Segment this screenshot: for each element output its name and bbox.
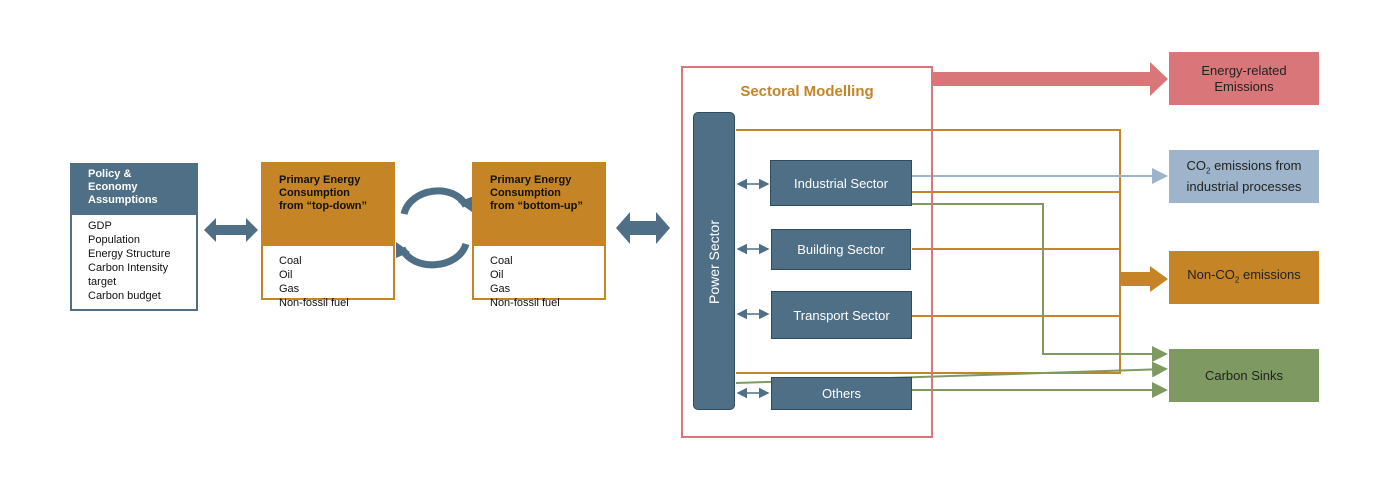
sectoral-modelling-frame — [681, 66, 933, 438]
topdown-box-title: Primary Energy Consumption from “top-dow… — [263, 164, 393, 246]
arrow-to-nonco2 — [1120, 266, 1168, 292]
list-item: Carbon budget — [88, 290, 161, 302]
list-item: Non-fossil fuel — [490, 297, 560, 309]
list-item: GDP — [88, 220, 112, 232]
topdown-box: Primary Energy Consumption from “top-dow… — [261, 162, 395, 309]
topdown-box-items: Coal Oil Gas Non-fossil fuel — [263, 246, 393, 318]
sector-industrial: Industrial Sector — [770, 160, 912, 206]
list-item: Oil — [279, 269, 293, 281]
energy-related-emissions-label: Energy-related Emissions — [1201, 62, 1287, 94]
list-item: Gas — [279, 283, 300, 295]
cycle-arrow-bottom — [398, 242, 470, 269]
energy-related-emissions-box: Energy-related Emissions — [1169, 52, 1319, 105]
policy-box: Policy & Economy Assumptions GDP Populat… — [70, 163, 198, 311]
list-item: Carbon Intensity target — [88, 262, 169, 288]
cycle-arrow-top — [400, 187, 470, 216]
power-sector-bar — [693, 112, 735, 410]
list-item: Energy Structure — [88, 248, 171, 260]
sector-others: Others — [771, 377, 912, 410]
policy-box-title: Policy & Economy Assumptions — [72, 165, 196, 215]
sector-building: Building Sector — [771, 229, 911, 270]
co2-industrial-box: CO2 emissions from industrial processes — [1169, 150, 1319, 203]
double-arrow-bottomup-sectoral — [616, 212, 670, 244]
sectoral-modelling-title: Sectoral Modelling — [740, 83, 874, 100]
policy-box-items: GDP Population Energy Structure Carbon I… — [72, 215, 196, 307]
list-item: Oil — [490, 269, 504, 281]
carbon-sinks-box: Carbon Sinks — [1169, 349, 1319, 402]
list-item: Gas — [490, 283, 511, 295]
arrow-to-energy-emissions — [932, 62, 1168, 96]
list-item: Coal — [490, 255, 513, 267]
power-sector-label: Power Sector — [706, 219, 722, 305]
bottomup-box-items: Coal Oil Gas Non-fossil fuel — [474, 246, 604, 318]
list-item: Coal — [279, 255, 302, 267]
co2-industrial-label: CO2 emissions from industrial processes — [1186, 157, 1302, 195]
double-arrow-policy-topdown — [204, 218, 258, 242]
list-item: Population — [88, 234, 140, 246]
list-item: Non-fossil fuel — [279, 297, 349, 309]
sector-transport: Transport Sector — [771, 291, 912, 339]
nonco2-emissions-box: Non-CO2 emissions — [1169, 251, 1319, 304]
carbon-sinks-label: Carbon Sinks — [1204, 367, 1284, 383]
nonco2-emissions-label: Non-CO2 emissions — [1187, 266, 1301, 285]
bottomup-box-title: Primary Energy Consumption from “bottom-… — [474, 164, 604, 246]
bottomup-box: Primary Energy Consumption from “bottom-… — [472, 162, 606, 309]
